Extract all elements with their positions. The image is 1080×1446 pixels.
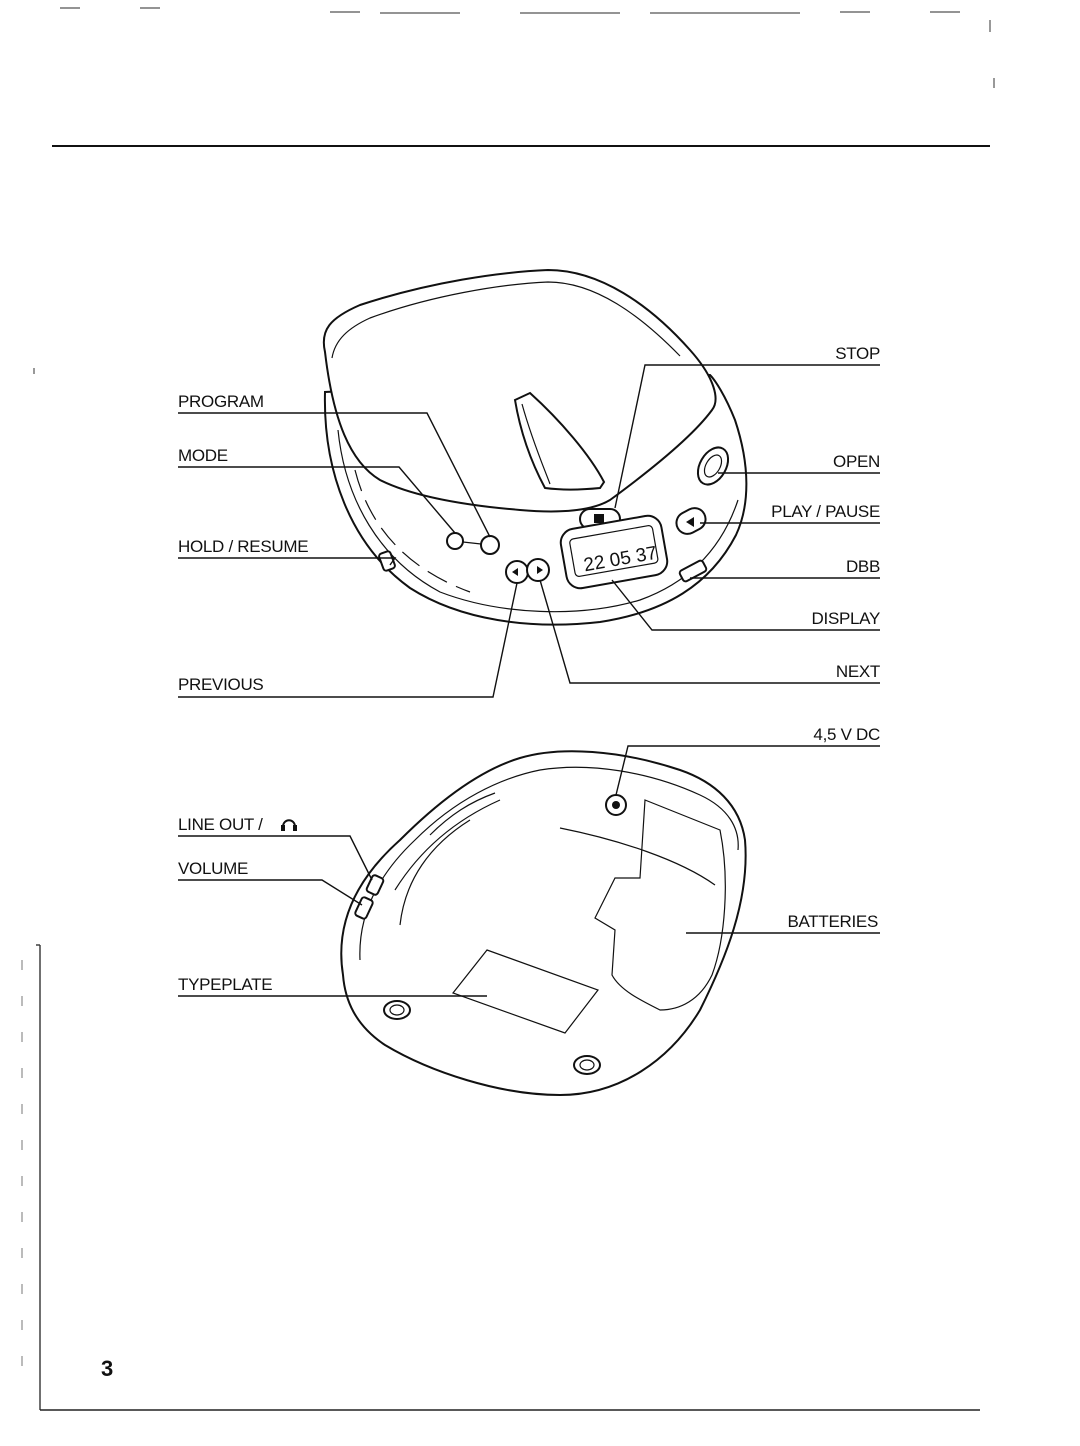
open-slider[interactable] — [692, 442, 735, 490]
play-pause-icon — [686, 517, 694, 527]
label-hold-resume: HOLD / RESUME — [178, 537, 308, 556]
foot-left — [383, 1000, 411, 1020]
label-open: OPEN — [833, 452, 880, 471]
headphones-icon — [281, 819, 297, 831]
typeplate-area — [452, 949, 599, 1034]
cd-player-bottom-view — [340, 750, 747, 1097]
label-next: NEXT — [836, 662, 880, 681]
program-button[interactable] — [480, 535, 500, 555]
label-mode: MODE — [178, 446, 228, 465]
binding-margin — [21, 944, 980, 1411]
label-dc-in: 4,5 V DC — [813, 725, 880, 744]
cd-player-top-view: 22 05 37 — [322, 268, 748, 626]
label-line-out: LINE OUT / — [178, 815, 263, 834]
label-display: DISPLAY — [812, 609, 880, 628]
next-button[interactable] — [526, 558, 550, 582]
label-dbb: DBB — [846, 557, 880, 576]
bottom-leader-lines — [178, 745, 880, 997]
power-socket-icon — [612, 801, 620, 809]
volume-wheel[interactable] — [354, 896, 374, 920]
previous-button[interactable] — [505, 560, 529, 584]
label-previous: PREVIOUS — [178, 675, 263, 694]
label-stop: STOP — [835, 344, 880, 363]
mode-button[interactable] — [446, 532, 464, 550]
label-batteries: BATTERIES — [787, 912, 878, 931]
line-out-jack[interactable] — [365, 874, 385, 896]
lcd-display: 22 05 37 — [559, 514, 669, 590]
label-program: PROGRAM — [178, 392, 264, 411]
stop-icon — [594, 514, 604, 523]
label-volume: VOLUME — [178, 859, 248, 878]
label-play-pause: PLAY / PAUSE — [771, 502, 880, 521]
top-leader-lines — [178, 364, 880, 698]
hold-resume-switch[interactable] — [378, 550, 396, 572]
dc-socket[interactable] — [605, 794, 627, 816]
foot-right — [573, 1055, 601, 1075]
play-pause-button[interactable] — [673, 504, 710, 538]
top-labels: STOP PROGRAM MODE OPEN PLAY / PAUSE HOLD… — [178, 344, 880, 694]
label-typeplate: TYPEPLATE — [178, 975, 272, 994]
dbb-switch[interactable] — [678, 559, 708, 583]
bottom-labels: 4,5 V DC LINE OUT / VOLUME BATTERIES TYP… — [178, 725, 880, 994]
next-icon — [537, 566, 543, 574]
previous-icon — [512, 568, 518, 576]
scan-artifacts — [33, 7, 995, 374]
page-number: 3 — [101, 1356, 113, 1381]
